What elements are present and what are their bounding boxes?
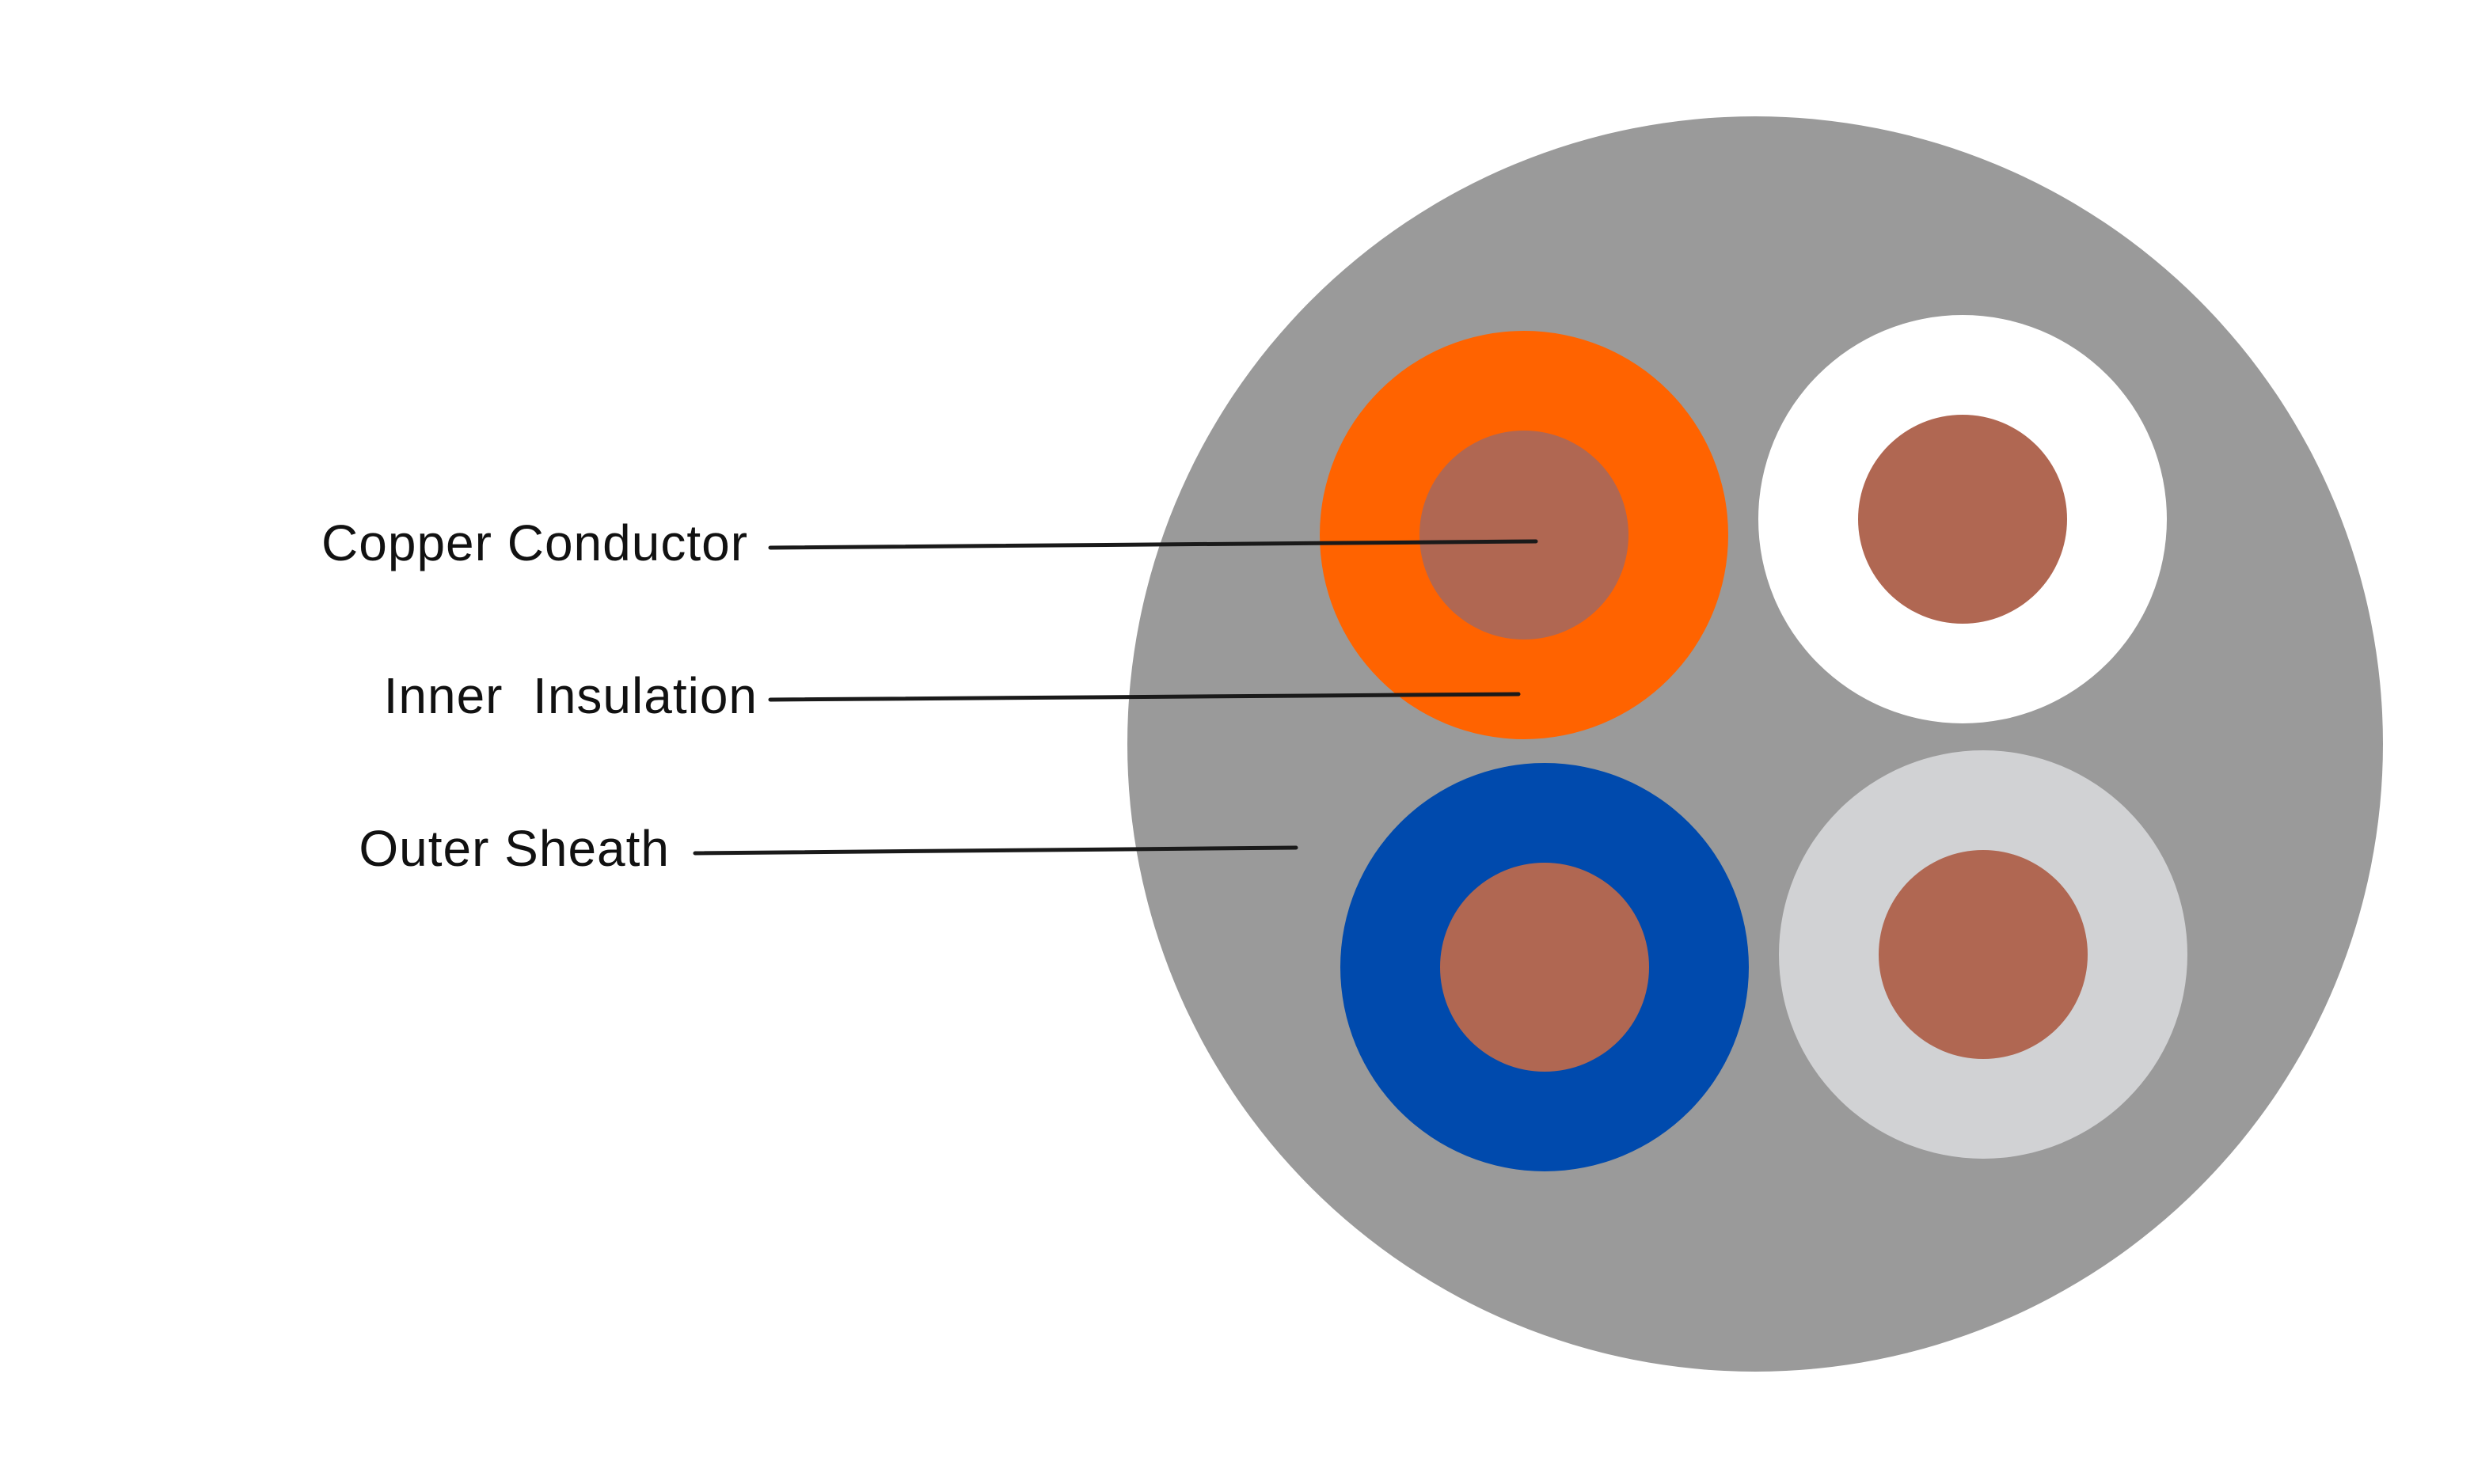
light-grey-core-copper bbox=[1879, 850, 2088, 1059]
outer-sheath-label: Outer Sheath bbox=[359, 820, 670, 877]
inner-insulation-leader-line bbox=[768, 692, 1521, 702]
blue-core-copper bbox=[1440, 863, 1649, 1072]
copper-conductor-label: Copper Conductor bbox=[321, 514, 748, 571]
inner-insulation-label: Inner Insulation bbox=[384, 667, 758, 724]
outer-sheath bbox=[1127, 116, 2383, 1372]
outer-sheath-leader-line bbox=[693, 845, 1298, 856]
white-core-copper bbox=[1858, 415, 2067, 624]
white-core bbox=[1758, 315, 2167, 723]
orange-core bbox=[1320, 331, 1728, 739]
blue-core bbox=[1340, 763, 1749, 1171]
light-grey-core bbox=[1779, 750, 2187, 1159]
copper-conductor-leader-line bbox=[768, 539, 1538, 550]
orange-core-copper bbox=[1419, 431, 1628, 640]
